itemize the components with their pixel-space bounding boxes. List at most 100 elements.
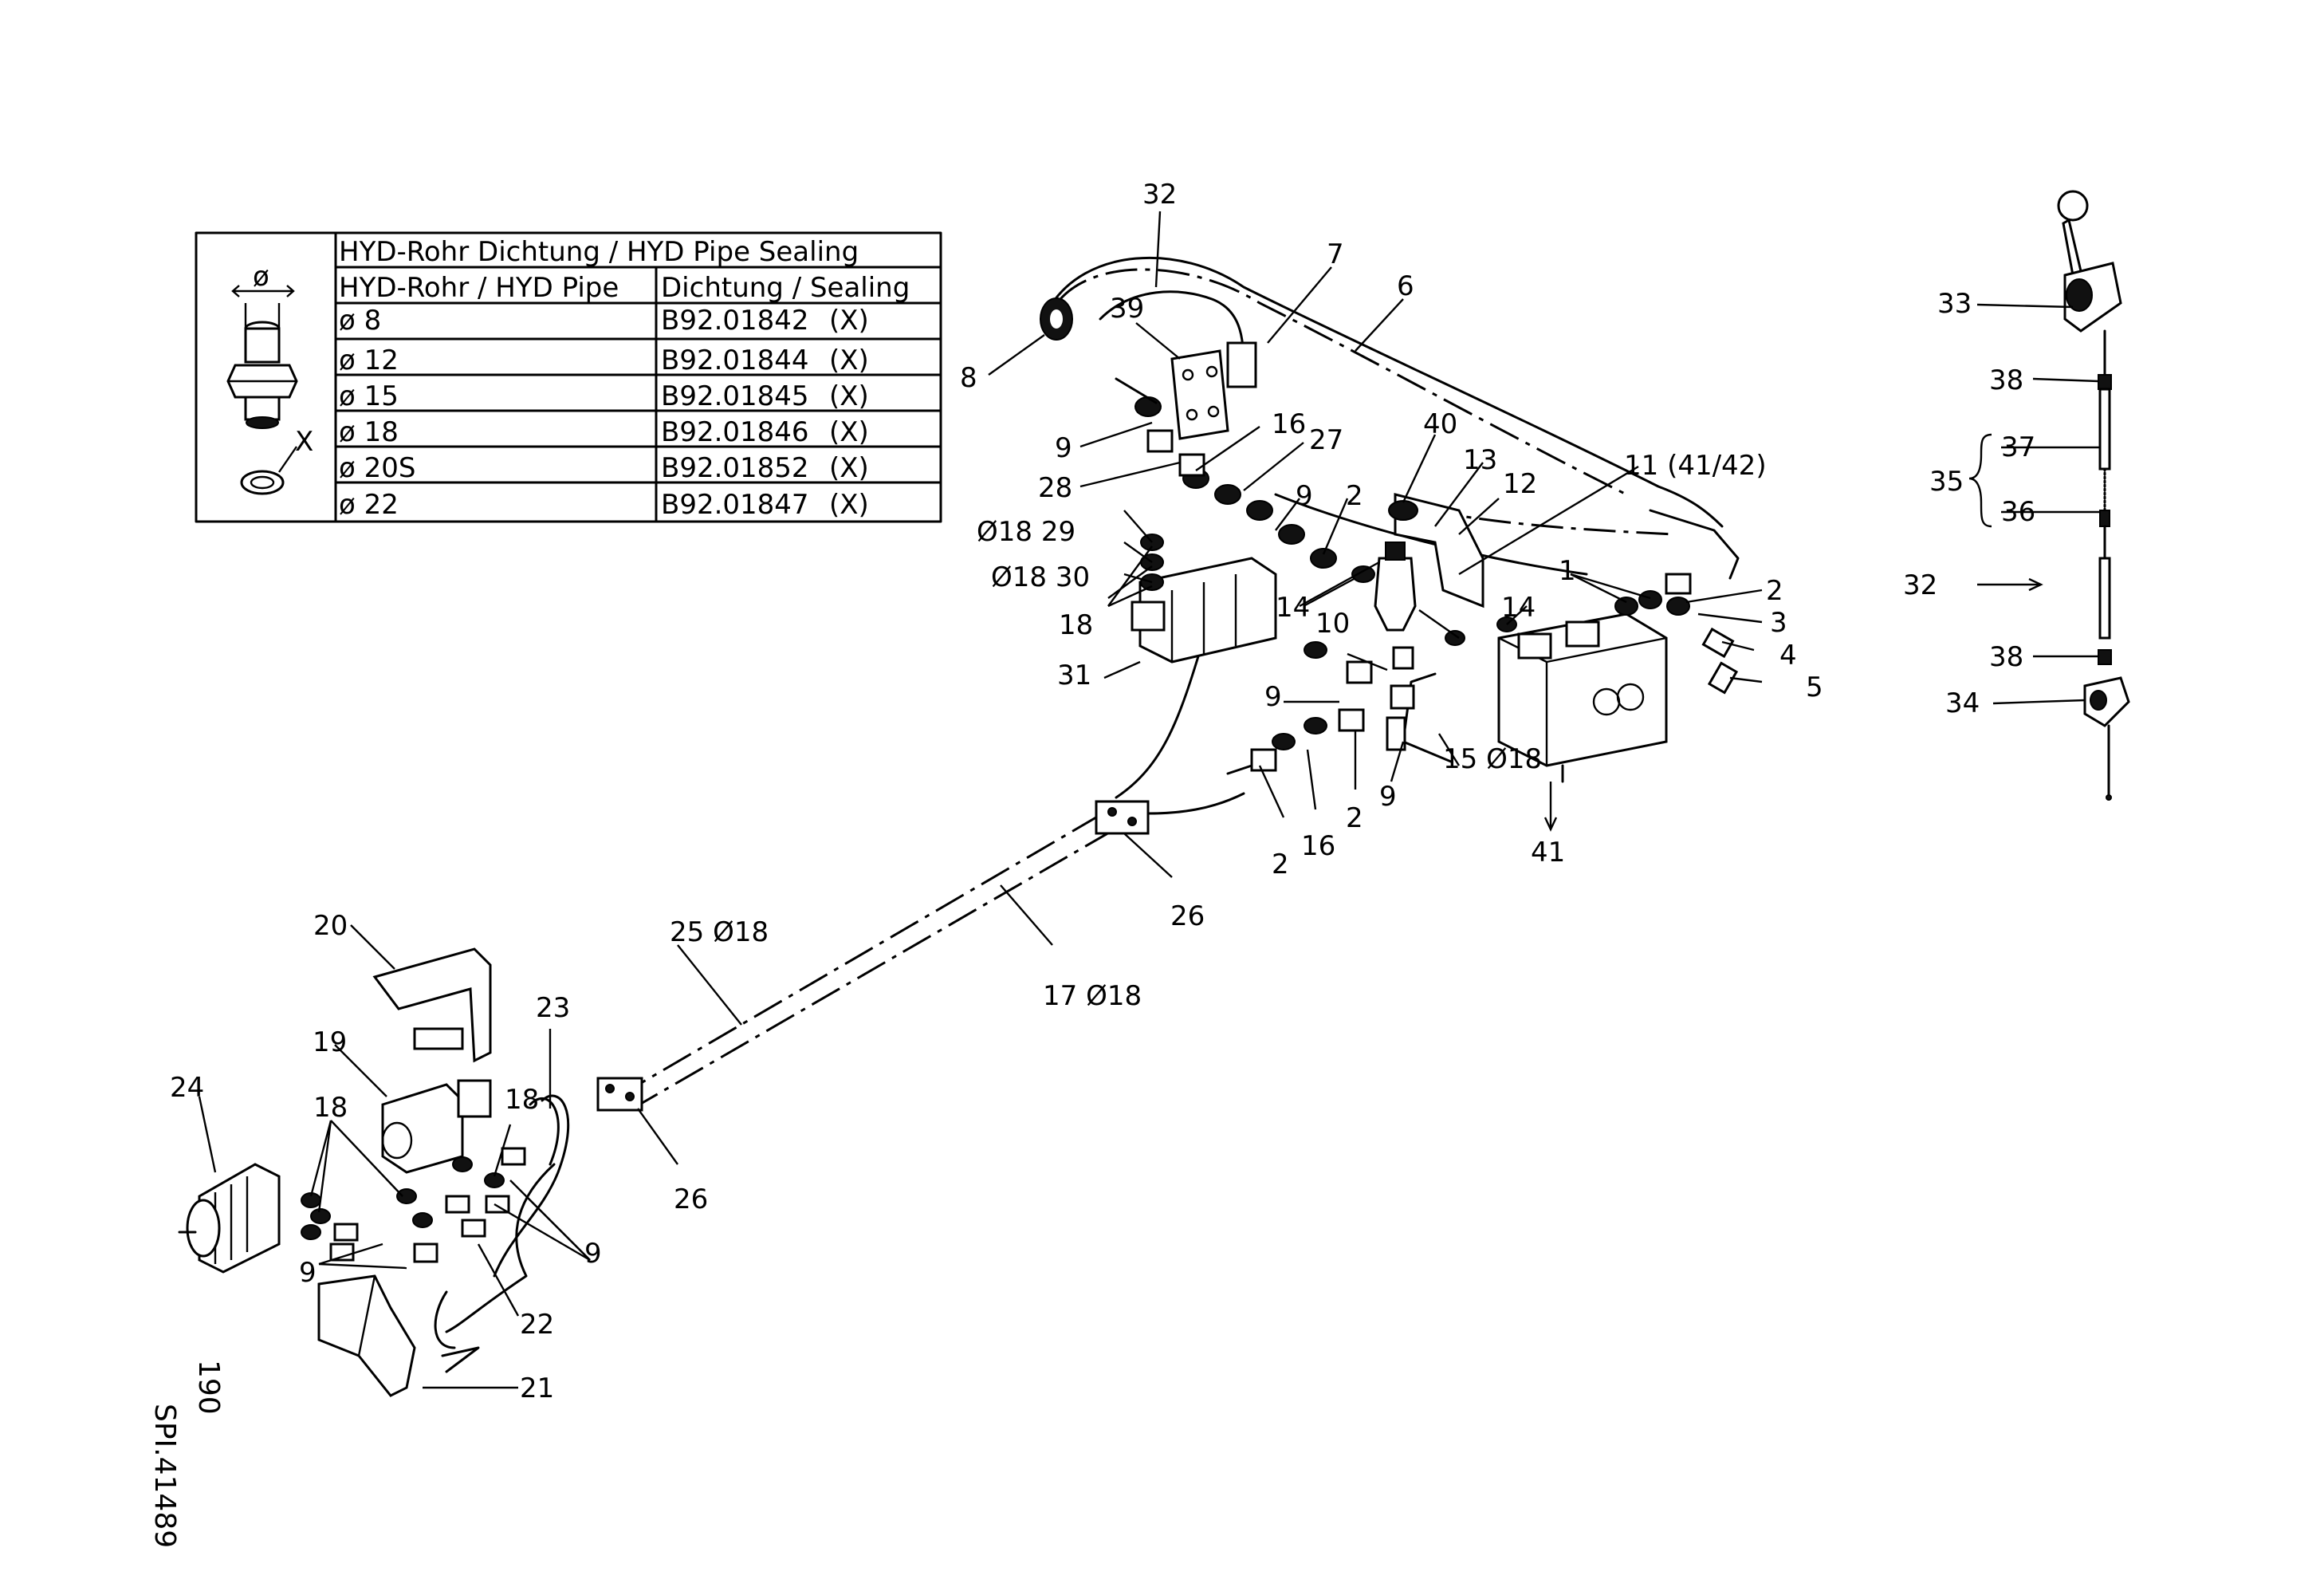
drawing-code: SPI.41489 bbox=[148, 1404, 181, 1548]
callout-5: 5 bbox=[1806, 671, 1823, 703]
leader-lines bbox=[198, 211, 2100, 1389]
drawing-reference: SPI.41489 190 bbox=[148, 1360, 225, 1548]
callout-19: 19 bbox=[313, 1026, 347, 1058]
callout-6: 6 bbox=[1397, 270, 1414, 302]
callout-4: 4 bbox=[1779, 640, 1797, 671]
callout-20: 20 bbox=[313, 910, 348, 942]
table-row-pipe: ø 12 bbox=[339, 345, 399, 376]
callout-16: 16 bbox=[1272, 408, 1306, 440]
cover-20-shape bbox=[372, 947, 492, 1063]
callout-32: 32 bbox=[1142, 179, 1177, 211]
callout-36: 36 bbox=[2001, 496, 2035, 528]
table-row-seal: B92.01845 bbox=[661, 380, 809, 412]
table-row-mark: (X) bbox=[829, 345, 869, 376]
bracket-21-shape bbox=[317, 1274, 416, 1397]
callout-32: 32 bbox=[1903, 569, 1937, 601]
callout-26: 26 bbox=[674, 1183, 708, 1215]
callout-34: 34 bbox=[1945, 687, 1980, 719]
sealing-table: HYD-Rohr Dichtung / HYD Pipe Sealing HYD… bbox=[195, 231, 942, 523]
callout-37: 37 bbox=[2001, 431, 2035, 463]
callout-11: 11 (41/42) bbox=[1624, 450, 1767, 482]
callout-14: 14 bbox=[1276, 592, 1310, 624]
callout-3: 3 bbox=[1770, 607, 1787, 639]
callout-21: 21 bbox=[520, 1372, 554, 1404]
callout-33: 33 bbox=[1937, 288, 1972, 320]
callout-labels: 32 7 6 8 39 9 28 Ø18 29 Ø18 30 18 31 16 … bbox=[170, 179, 2035, 1404]
diameter-symbol: ø bbox=[253, 261, 269, 293]
callout-38: 38 bbox=[1989, 364, 2023, 396]
callout-30: Ø18 30 bbox=[991, 561, 1090, 593]
table-row-mark: (X) bbox=[829, 416, 869, 448]
control-cable-assembly bbox=[2057, 190, 2130, 801]
table-row-pipe: ø 18 bbox=[339, 416, 399, 448]
callout-9: 9 bbox=[1264, 681, 1282, 713]
table-row-pipe: ø 20S bbox=[339, 452, 415, 484]
table-row-seal: B92.01842 bbox=[661, 305, 809, 337]
table-row-pipe: ø 22 bbox=[339, 489, 399, 521]
callout-31: 31 bbox=[1057, 660, 1091, 691]
callout-14: 14 bbox=[1501, 592, 1536, 624]
table-row-mark: (X) bbox=[829, 489, 869, 521]
callout-2: 2 bbox=[1766, 575, 1783, 607]
table-row-pipe: ø 8 bbox=[339, 305, 381, 337]
callout-13: 13 bbox=[1463, 444, 1497, 476]
table-row-mark: (X) bbox=[829, 452, 869, 484]
callout-9: 9 bbox=[1379, 781, 1397, 813]
callout-2: 2 bbox=[1346, 480, 1363, 512]
callout-2: 2 bbox=[1346, 802, 1363, 834]
pipe-network bbox=[434, 256, 1740, 1349]
seal-x-label: X bbox=[295, 426, 313, 458]
table-col-seal: Dichtung / Sealing bbox=[661, 272, 910, 304]
valve-19-shape bbox=[381, 1083, 464, 1174]
callout-9: 9 bbox=[1055, 432, 1072, 464]
callout-8: 8 bbox=[960, 362, 977, 394]
table-row-seal: B92.01847 bbox=[661, 489, 809, 521]
components bbox=[178, 190, 2130, 1397]
callout-27: 27 bbox=[1309, 424, 1343, 456]
bracket-12-shape bbox=[1394, 493, 1484, 608]
drawing-page: 190 bbox=[192, 1360, 225, 1415]
callout-29: Ø18 29 bbox=[977, 516, 1075, 548]
callout-18: 18 bbox=[505, 1084, 539, 1116]
table-row-seal: B92.01846 bbox=[661, 416, 809, 448]
callout-18: 18 bbox=[313, 1092, 348, 1124]
table-title: HYD-Rohr Dichtung / HYD Pipe Sealing bbox=[339, 236, 859, 268]
callout-10: 10 bbox=[1315, 608, 1350, 640]
table-col-pipe: HYD-Rohr / HYD Pipe bbox=[339, 272, 619, 304]
pump-31-shape bbox=[1138, 557, 1277, 664]
callout-38: 38 bbox=[1989, 641, 2023, 673]
callout-9: 9 bbox=[584, 1238, 602, 1270]
clamp-26-lower-shape bbox=[596, 1077, 643, 1112]
table-row-mark: (X) bbox=[829, 380, 869, 412]
callout-22: 22 bbox=[520, 1309, 554, 1341]
table-row-seal: B92.01844 bbox=[661, 345, 809, 376]
callout-23: 23 bbox=[536, 992, 570, 1024]
callout-1: 1 bbox=[1559, 555, 1576, 587]
callout-9: 9 bbox=[1296, 480, 1313, 512]
valve-13-shape bbox=[1374, 557, 1417, 632]
callout-35: 35 bbox=[1929, 466, 1964, 498]
pipe-fitting-illustration: ø X bbox=[226, 261, 313, 495]
callout-12: 12 bbox=[1503, 468, 1537, 500]
callout-41: 41 bbox=[1531, 837, 1565, 868]
callout-15: 15 Ø18 bbox=[1443, 743, 1542, 775]
table-row-pipe: ø 15 bbox=[339, 380, 399, 412]
callout-9: 9 bbox=[299, 1257, 317, 1289]
bracket-39-shape bbox=[1170, 349, 1229, 440]
clamp-26-upper-shape bbox=[1095, 800, 1150, 835]
table-row-mark: (X) bbox=[829, 305, 869, 337]
callout-24: 24 bbox=[170, 1072, 204, 1104]
motor-24-shape bbox=[198, 1163, 281, 1274]
callout-2: 2 bbox=[1272, 849, 1289, 880]
callout-39: 39 bbox=[1110, 293, 1144, 325]
table-row-seal: B92.01852 bbox=[661, 452, 809, 484]
callout-7: 7 bbox=[1327, 238, 1344, 270]
callout-40: 40 bbox=[1423, 408, 1457, 440]
callout-16: 16 bbox=[1301, 830, 1335, 862]
callout-17: 17 Ø18 bbox=[1043, 980, 1142, 1012]
callout-28: 28 bbox=[1038, 472, 1072, 504]
callout-25: 25 Ø18 bbox=[670, 916, 769, 948]
callout-18: 18 bbox=[1059, 609, 1093, 641]
callout-26: 26 bbox=[1170, 900, 1205, 932]
